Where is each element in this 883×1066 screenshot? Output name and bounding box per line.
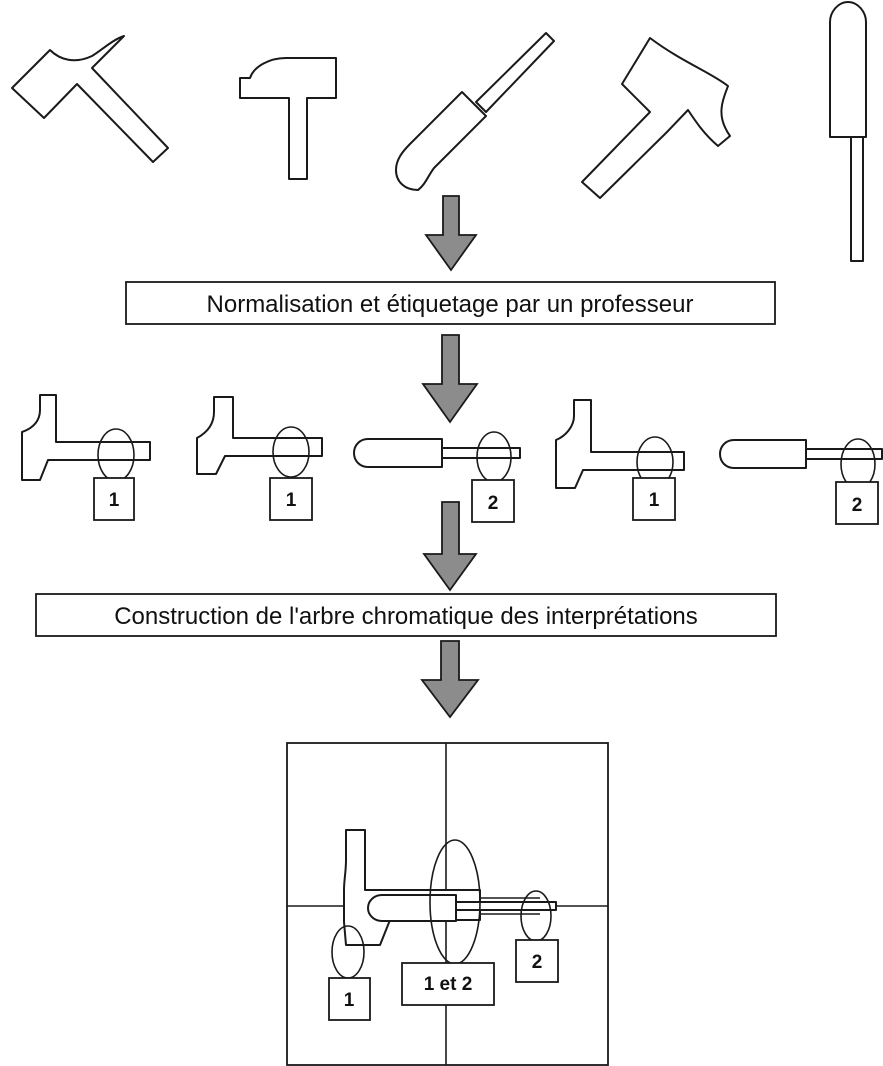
raw-hammer-1 [11,35,169,163]
normalized-screwdriver-2: 2 [719,438,883,525]
screwdriver-2-label: 2 [852,495,863,516]
construction-box: Construction de l'arbre chromatique des … [35,593,777,637]
normalized-hammer-1: 1 [21,394,151,521]
hammer-1-label: 1 [109,490,120,511]
hammer-3-label: 1 [649,490,660,511]
hammer-2-label: 1 [286,490,297,511]
arrow-down-3 [422,501,478,592]
normalisation-box: Normalisation et étiquetage par un profe… [125,281,776,325]
raw-screwdriver-2 [829,1,867,262]
screwdriver-1-label: 2 [488,493,499,514]
normalized-screwdriver-1: 2 [353,431,521,523]
normalized-hammer-3: 1 [555,399,685,521]
tree-label-screwdriver: 2 [532,952,543,973]
tree-label-shared-box [401,962,495,1006]
tree-label-screwdriver-box [515,939,559,983]
chromatic-tree: 1 1 et 2 2 [286,742,609,1066]
tree-label-shared: 1 et 2 [424,974,473,995]
tree-label-hammer: 1 [344,990,355,1011]
construction-caption: Construction de l'arbre chromatique des … [114,603,698,630]
raw-hammer-3 [581,37,731,199]
raw-screwdriver-1 [395,32,555,191]
tree-screwdriver-shaft [455,901,557,911]
normalisation-caption: Normalisation et étiquetage par un profe… [207,291,694,318]
raw-hammer-2 [239,57,337,180]
normalized-hammer-2: 1 [196,396,323,521]
arrow-down-4 [420,640,480,719]
tree-label-hammer-box [328,977,371,1021]
arrow-down-1 [424,195,478,272]
arrow-down-2 [421,334,479,424]
tree-screwdriver-handle [367,894,457,922]
